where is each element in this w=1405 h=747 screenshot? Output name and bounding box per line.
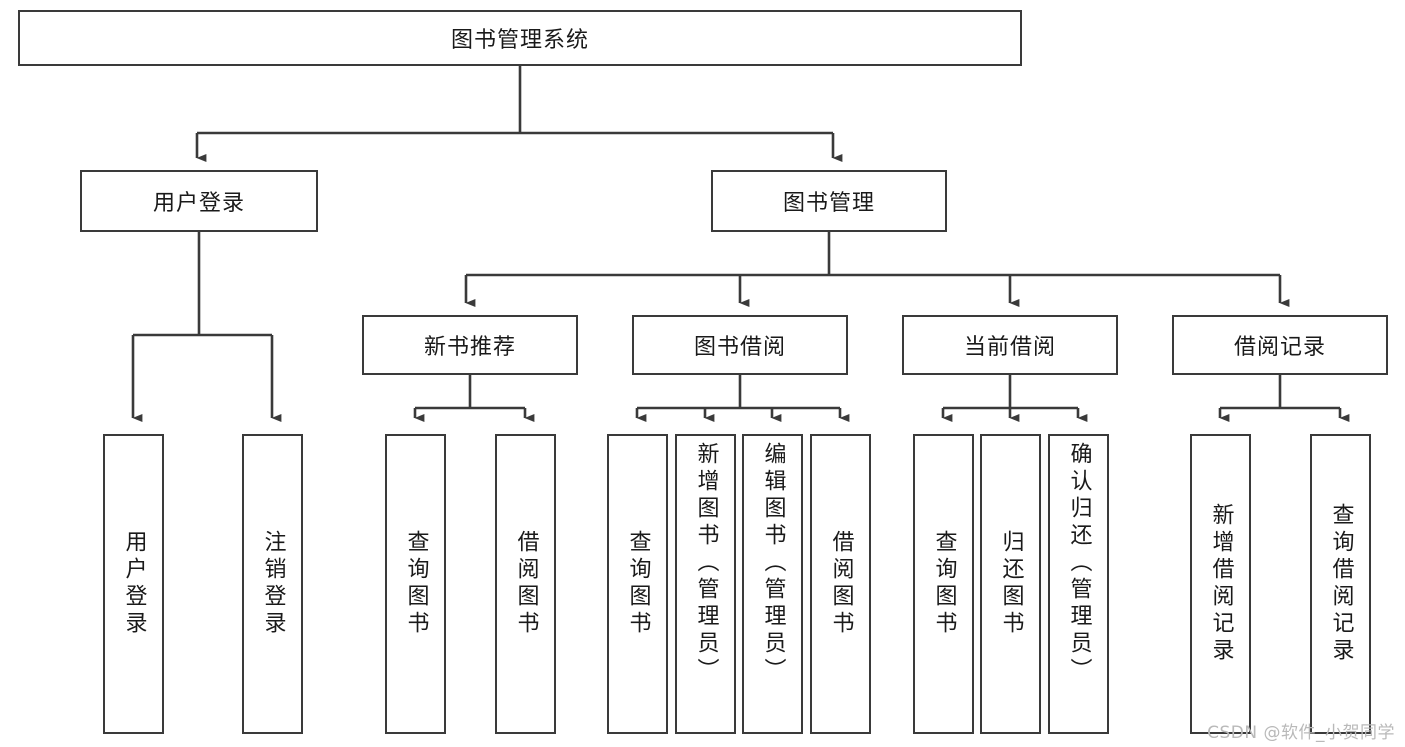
node-borrow-record[interactable]: 借阅记录 bbox=[1172, 315, 1388, 375]
node-root-system[interactable]: 图书管理系统 bbox=[18, 10, 1022, 66]
node-leaf-user-login[interactable]: 用户登录 bbox=[103, 434, 164, 734]
node-leaf-query-book-1-label: 查询图书 bbox=[403, 530, 429, 638]
node-leaf-add-record[interactable]: 新增借阅记录 bbox=[1190, 434, 1251, 734]
node-leaf-add-record-label: 新增借阅记录 bbox=[1208, 503, 1234, 665]
node-leaf-borrow-book-1-label: 借阅图书 bbox=[513, 530, 539, 638]
node-new-book-recommend-label: 新书推荐 bbox=[423, 335, 516, 360]
node-leaf-borrow-book-2[interactable]: 借阅图书 bbox=[810, 434, 871, 734]
node-leaf-edit-book-label: 编辑图书（管理员） bbox=[760, 442, 786, 685]
node-leaf-confirm-return-label: 确认归还（管理员） bbox=[1066, 442, 1092, 685]
node-leaf-add-book[interactable]: 新增图书（管理员） bbox=[675, 434, 736, 734]
node-user-login-label: 用户登录 bbox=[152, 191, 245, 216]
node-leaf-user-logout[interactable]: 注销登录 bbox=[242, 434, 303, 734]
node-root-label: 图书管理系统 bbox=[450, 28, 589, 53]
node-leaf-return-book-label: 归还图书 bbox=[998, 530, 1024, 638]
node-leaf-borrow-book-2-label: 借阅图书 bbox=[828, 530, 854, 638]
node-leaf-query-book-3-label: 查询图书 bbox=[931, 530, 957, 638]
node-user-login[interactable]: 用户登录 bbox=[80, 170, 318, 232]
watermark-text: CSDN @软件_小贺同学 bbox=[1207, 723, 1395, 743]
node-book-borrow-label: 图书借阅 bbox=[693, 335, 786, 360]
node-book-management[interactable]: 图书管理 bbox=[711, 170, 947, 232]
node-leaf-edit-book[interactable]: 编辑图书（管理员） bbox=[742, 434, 803, 734]
node-leaf-query-book-3[interactable]: 查询图书 bbox=[913, 434, 974, 734]
node-leaf-return-book[interactable]: 归还图书 bbox=[980, 434, 1041, 734]
node-leaf-query-book-1[interactable]: 查询图书 bbox=[385, 434, 446, 734]
node-book-management-label: 图书管理 bbox=[782, 191, 875, 216]
node-leaf-query-record-label: 查询借阅记录 bbox=[1328, 503, 1354, 665]
node-book-borrow[interactable]: 图书借阅 bbox=[632, 315, 848, 375]
node-current-borrow[interactable]: 当前借阅 bbox=[902, 315, 1118, 375]
node-leaf-add-book-label: 新增图书（管理员） bbox=[693, 442, 719, 685]
node-borrow-record-label: 借阅记录 bbox=[1233, 335, 1326, 360]
node-leaf-borrow-book-1[interactable]: 借阅图书 bbox=[495, 434, 556, 734]
node-new-book-recommend[interactable]: 新书推荐 bbox=[362, 315, 578, 375]
node-leaf-user-logout-label: 注销登录 bbox=[260, 530, 286, 638]
node-leaf-query-book-2[interactable]: 查询图书 bbox=[607, 434, 668, 734]
node-leaf-query-book-2-label: 查询图书 bbox=[625, 530, 651, 638]
node-current-borrow-label: 当前借阅 bbox=[963, 335, 1056, 360]
node-leaf-query-record[interactable]: 查询借阅记录 bbox=[1310, 434, 1371, 734]
node-leaf-user-login-label: 用户登录 bbox=[121, 530, 147, 638]
node-leaf-confirm-return[interactable]: 确认归还（管理员） bbox=[1048, 434, 1109, 734]
